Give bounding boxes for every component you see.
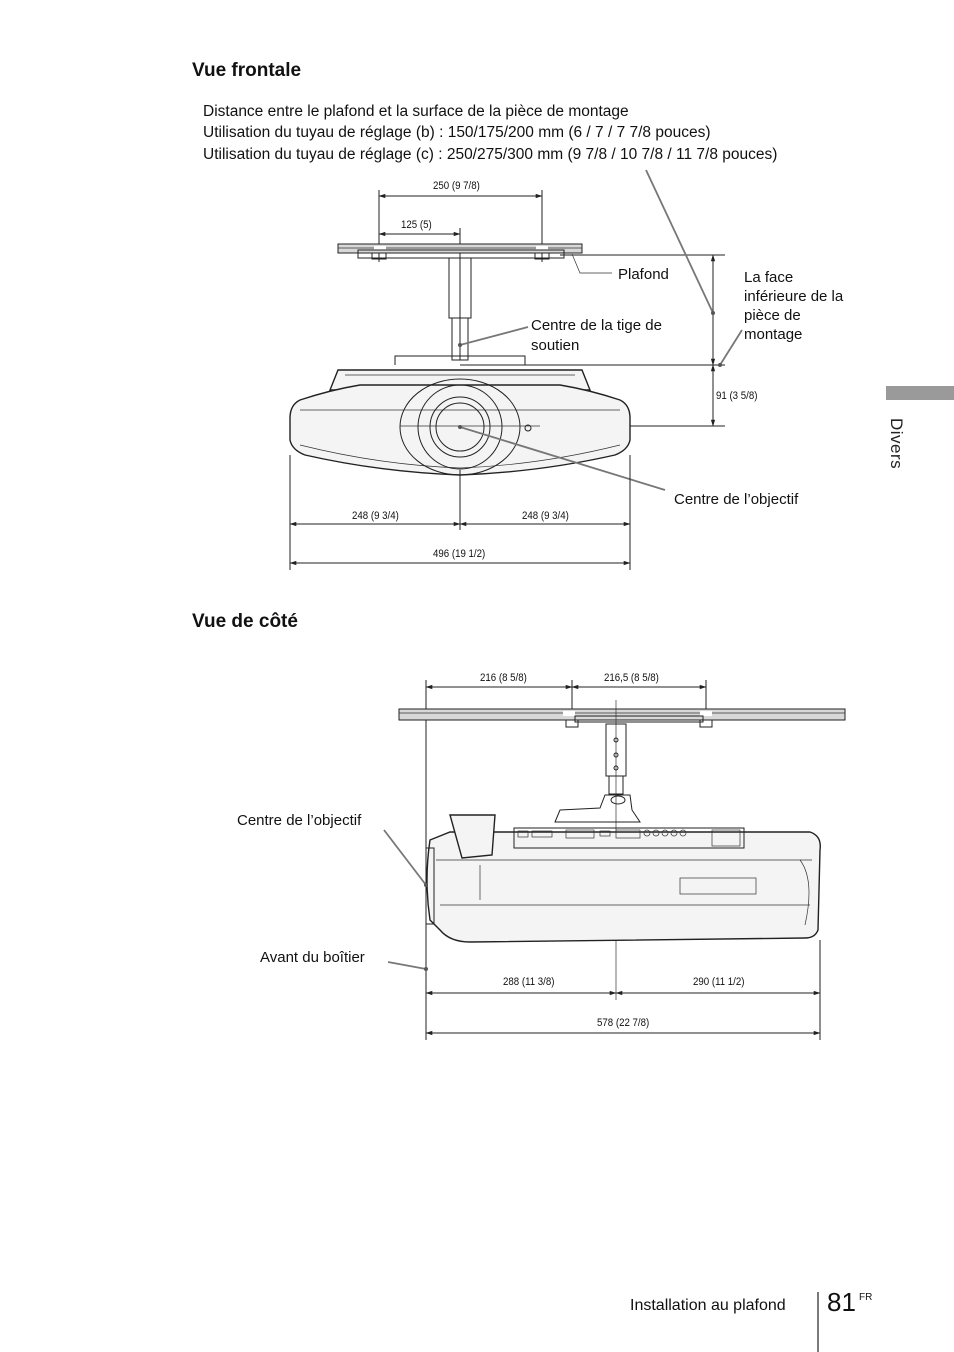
dim-left-half: 248 (9 3/4) [352,510,399,522]
section-tab-marker [886,386,954,400]
dim-side-top-right: 216,5 (8 5/8) [604,672,659,684]
page-language: FR [859,1292,873,1303]
intro-line-1: Distance entre le plafond et la surface … [203,103,629,120]
callout-mount-face-3: pièce de [744,307,801,324]
side-view-heading: Vue de côté [192,611,298,632]
dim-side-top-left: 216 (8 5/8) [480,672,527,684]
page-number: 81 [827,1287,856,1317]
intro-line-3: Utilisation du tuyau de réglage (c) : 25… [203,146,778,163]
dim-total-width: 496 (19 1/2) [433,548,486,560]
callout-case-front: Avant du boîtier [260,949,365,966]
footer-section-title: Installation au plafond [630,1297,786,1314]
callout-support-rod-2: soutien [531,337,580,354]
dim-side-bottom-left: 288 (11 3/8) [503,976,555,988]
callout-support-rod-1: Centre de la tige de [531,317,662,334]
section-tab-label: Divers [887,418,906,470]
callout-ceiling: Plafond [618,266,669,283]
dim-top-total: 250 (9 7/8) [433,180,480,192]
front-view-drawing [289,169,743,570]
front-view-heading: Vue frontale [192,60,302,81]
callout-mount-face-2: inférieure de la [744,288,844,305]
callout-mount-face-4: montage [744,326,803,343]
callout-lens-center-front: Centre de l’objectif [674,491,799,508]
dim-top-half: 125 (5) [401,219,432,231]
intro-line-2: Utilisation du tuyau de réglage (b) : 15… [203,124,711,141]
callout-mount-face-1: La face [744,269,794,286]
dim-right-half: 248 (9 3/4) [522,510,569,522]
dim-side-bottom-right: 290 (11 1/2) [693,976,745,988]
callout-lens-center-side: Centre de l’objectif [237,812,362,829]
dim-height: 91 (3 5/8) [716,390,758,402]
dim-side-total: 578 (22 7/8) [597,1017,650,1029]
side-view-drawing [383,680,846,1040]
